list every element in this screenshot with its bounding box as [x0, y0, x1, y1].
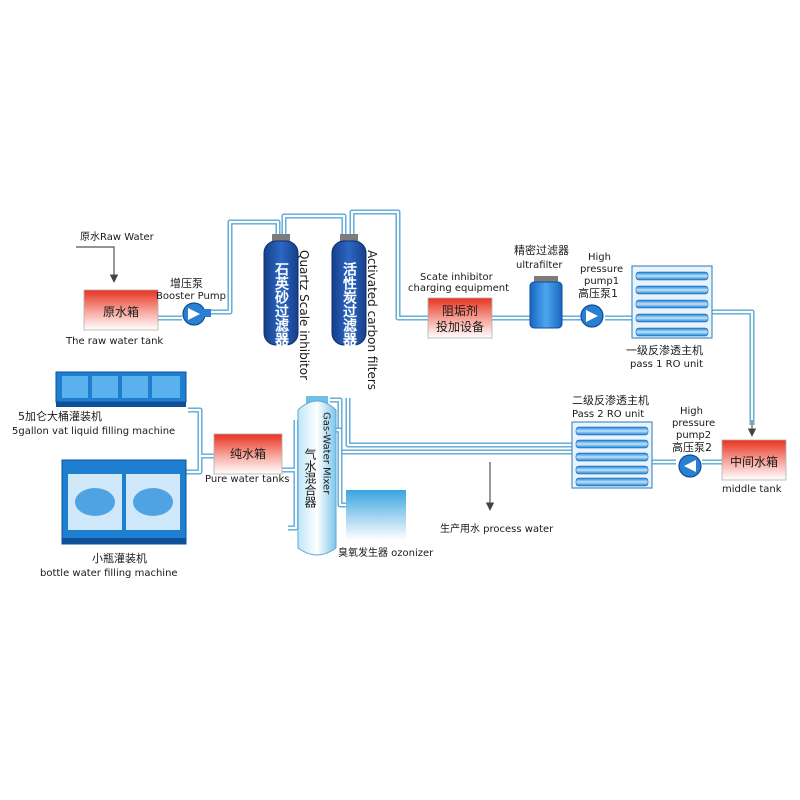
ozonizer-label: 臭氧发生器 ozonizer — [338, 546, 434, 559]
hp-pump1-line1: High — [588, 252, 611, 263]
raw-water-tank: 原水箱 — [83, 289, 159, 331]
ro-pass1-en: pass 1 RO unit — [630, 359, 703, 370]
hp-pump2-line3: pump2 — [676, 430, 711, 441]
vat-filler-cn: 5加仑大桶灌装机 — [18, 409, 102, 423]
quartz-filter-en: Quartz Scale inhibitor — [297, 250, 311, 380]
hp-pump2-line2: pressure — [672, 418, 715, 429]
carbon-filter-en: Activated carbon filters — [365, 250, 379, 390]
pure-tank-en: Pure water tanks — [205, 474, 289, 485]
booster-pump-icon — [182, 302, 211, 326]
ultrafilter-cn: 精密过滤器 — [514, 243, 569, 257]
quartz-sand-filter-vessel: 石英砂过滤器 — [263, 234, 299, 347]
raw-water-tank-box — [83, 289, 159, 331]
scale-inhibitor-box-1: 阻垢剂 — [442, 303, 478, 318]
raw-water-tank-en: The raw water tank — [65, 336, 163, 347]
process-water-label: 生产用水 process water — [440, 522, 554, 535]
raw-water-label: 原水Raw Water — [80, 231, 155, 243]
quartz-filter-cn: 石英砂过滤器 — [273, 262, 290, 347]
hp-pump2-line4: 高压泵2 — [672, 440, 712, 454]
hp-pump1-line2: pressure — [580, 264, 623, 275]
gas-water-mixer-vessel: 气水混合器 Gas-Water Mixer — [297, 396, 337, 556]
vat-filling-machine — [55, 371, 187, 407]
scale-inhibitor-en-1: Scate inhibitor — [420, 272, 494, 283]
carbon-filter-cn: 活性炭过滤器 — [341, 261, 358, 347]
ultrafilter-vessel — [529, 276, 563, 329]
ro-pass1-unit — [631, 265, 713, 339]
raw-water-inlet-arrow — [76, 246, 119, 283]
middle-tank-en: middle tank — [722, 484, 782, 495]
ultrafilter-en: ultrafilter — [516, 260, 563, 271]
gas-mixer-cn: 气水混合器 — [303, 447, 317, 509]
vat-filler-en: 5gallon vat liquid filling machine — [12, 426, 175, 437]
hp-pump2-line1: High — [680, 406, 703, 417]
ro-pass1-cn: 一级反渗透主机 — [626, 343, 703, 357]
ro-pass2-unit — [571, 421, 653, 489]
ozonizer-unit — [346, 490, 406, 540]
ro-pass2-cn: 二级反渗透主机 — [572, 393, 649, 407]
booster-pump-en: Booster Pump — [156, 291, 226, 302]
high-pressure-pump1-icon — [580, 304, 604, 328]
scale-inhibitor-dosing-unit: 阻垢剂 投加设备 — [427, 297, 493, 339]
middle-tank-cn: 中间水箱 — [730, 454, 778, 469]
booster-pump-cn: 增压泵 — [170, 276, 203, 290]
bottle-filling-machine — [61, 459, 187, 545]
raw-water-tank-cn: 原水箱 — [103, 304, 139, 319]
ro-pass2-en: Pass 2 RO unit — [572, 409, 644, 420]
gas-mixer-en: Gas-Water Mixer — [321, 412, 332, 495]
bottle-filler-en: bottle water filling machine — [40, 568, 178, 579]
middle-water-tank: 中间水箱 — [721, 439, 787, 481]
scale-inhibitor-box-2: 投加设备 — [436, 319, 484, 334]
high-pressure-pump2-icon — [678, 454, 702, 478]
hp-pump1-line4: 高压泵1 — [578, 286, 618, 300]
pipes — [158, 209, 755, 531]
pure-tank-cn: 纯水箱 — [230, 446, 266, 461]
pure-water-tank: 纯水箱 — [213, 433, 283, 475]
scale-inhibitor-en-2: charging equipment — [408, 283, 509, 294]
activated-carbon-filter-vessel: 活性炭过滤器 — [331, 234, 367, 347]
hp-pump1-line3: pump1 — [584, 276, 619, 287]
bottle-filler-cn: 小瓶灌装机 — [92, 551, 147, 565]
